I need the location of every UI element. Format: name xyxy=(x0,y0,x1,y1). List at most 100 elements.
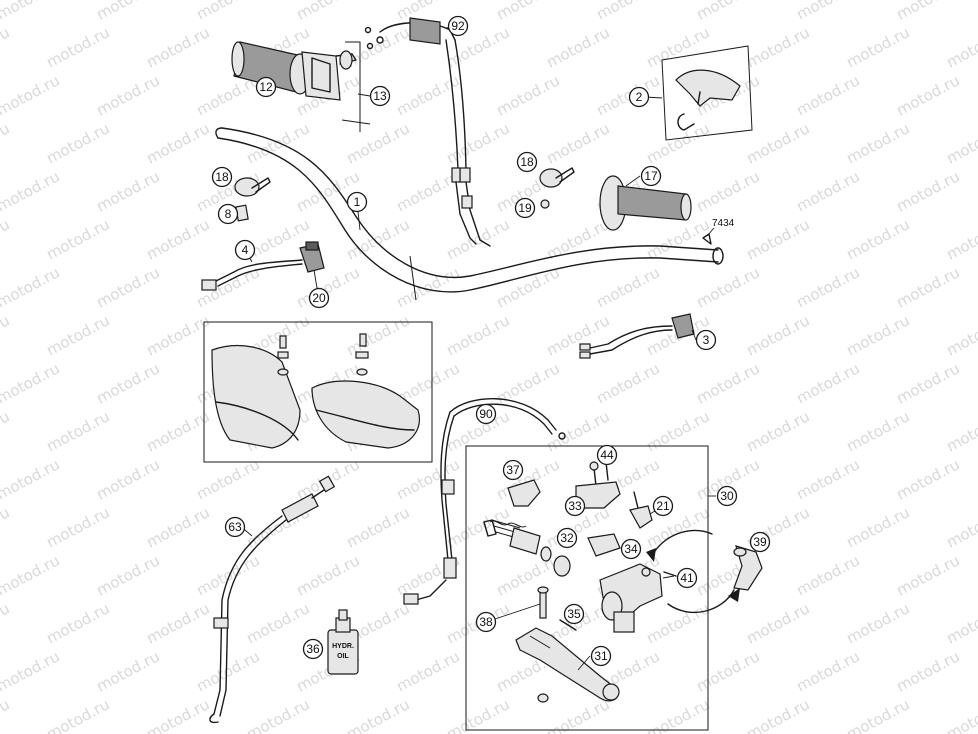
watermark-text: motod.ru xyxy=(0,119,13,167)
watermark-text: motod.ru xyxy=(0,311,13,359)
callout-p20: 20 xyxy=(308,287,330,309)
clutch-master-cylinder-kit xyxy=(465,445,763,731)
callout-circle xyxy=(308,287,330,309)
watermark-text: motod.ru xyxy=(693,359,762,407)
watermark-text: motod.ru xyxy=(93,551,162,599)
watermark-text: motod.ru xyxy=(743,599,812,647)
watermark-text: motod.ru xyxy=(93,455,162,503)
watermark-text: motod.ru xyxy=(843,599,912,647)
watermark-text: motod.ru xyxy=(943,407,978,455)
watermark-text: motod.ru xyxy=(943,215,978,263)
callout-circle xyxy=(596,444,618,466)
watermark-text: motod.ru xyxy=(43,599,112,647)
callout-circle xyxy=(514,197,536,219)
watermark-text: motod.ru xyxy=(143,119,212,167)
callout-circle xyxy=(502,459,524,481)
watermark-text: motod.ru xyxy=(793,167,862,215)
bottle-label-line1: HYDR. xyxy=(332,643,354,650)
callout-circle xyxy=(302,638,324,660)
throttle-grip-assembly xyxy=(301,41,371,132)
watermark-text: motod.ru xyxy=(193,455,262,503)
kill-switch xyxy=(201,241,325,291)
watermark-text: motod.ru xyxy=(343,695,412,734)
callout-circle xyxy=(716,485,738,507)
callout-circle xyxy=(234,239,256,261)
callout-p12: 12 xyxy=(255,76,277,98)
watermark-text: motod.ru xyxy=(43,23,112,71)
watermark-text: motod.ru xyxy=(943,23,978,71)
callout-number: 4 xyxy=(242,243,249,257)
callout-p63: 63 xyxy=(224,516,246,538)
watermark-text: motod.ru xyxy=(0,215,13,263)
watermark-text: motod.ru xyxy=(243,119,312,167)
watermark-text: motod.ru xyxy=(643,407,712,455)
callout-number: 33 xyxy=(568,499,582,513)
watermark-text: motod.ru xyxy=(0,551,63,599)
watermark-text: motod.ru xyxy=(343,215,412,263)
callout-circle xyxy=(652,495,674,517)
watermark-text: motod.ru xyxy=(143,599,212,647)
watermark-text: motod.ru xyxy=(893,71,962,119)
watermark-text: motod.ru xyxy=(893,167,962,215)
watermark-text: motod.ru xyxy=(943,311,978,359)
callout-p17: 17 xyxy=(640,165,662,187)
watermark-text: motod.ru xyxy=(693,647,762,695)
callout-p30: 30 xyxy=(716,485,738,507)
callout-p38: 38 xyxy=(475,611,497,633)
watermark-text: motod.ru xyxy=(843,695,912,734)
watermark-text: motod.ru xyxy=(193,647,262,695)
right-switch xyxy=(579,313,695,359)
callout-circle xyxy=(475,403,497,425)
callout-number: 41 xyxy=(680,571,694,585)
watermark-text: motod.ru xyxy=(93,71,162,119)
watermark-text: motod.ru xyxy=(493,359,562,407)
watermark-text: motod.ru xyxy=(343,311,412,359)
callout-circle xyxy=(563,603,585,625)
watermark-text: motod.ru xyxy=(443,119,512,167)
callout-circle xyxy=(695,329,717,351)
watermark-text: motod.ru xyxy=(443,311,512,359)
watermark-text: motod.ru xyxy=(793,359,862,407)
watermark-text: motod.ru xyxy=(743,215,812,263)
watermark-text: motod.ru xyxy=(493,71,562,119)
callout-number: 17 xyxy=(644,169,658,183)
watermark-text: motod.ru xyxy=(93,359,162,407)
callout-p21: 21 xyxy=(652,495,674,517)
watermark-text: motod.ru xyxy=(743,407,812,455)
watermark-text: motod.ru xyxy=(43,215,112,263)
callout-number: 13 xyxy=(373,89,387,103)
callout-p35: 35 xyxy=(563,603,585,625)
callout-circle xyxy=(255,76,277,98)
watermark-text: motod.ru xyxy=(893,0,962,24)
callout-number: 30 xyxy=(720,489,734,503)
callout-number: 1 xyxy=(354,195,361,209)
watermark-text: motod.ru xyxy=(943,119,978,167)
callout-number: 12 xyxy=(259,80,273,94)
callout-p36: 36 xyxy=(302,638,324,660)
watermark-text: motod.ru xyxy=(793,71,862,119)
watermark-text: motod.ru xyxy=(593,0,662,24)
watermark-text: motod.ru xyxy=(643,215,712,263)
watermark-text: motod.ru xyxy=(843,503,912,551)
watermark-text: motod.ru xyxy=(493,0,562,24)
callout-p37: 37 xyxy=(502,459,524,481)
watermark-text: motod.ru xyxy=(743,23,812,71)
watermark-text: motod.ru xyxy=(0,263,63,311)
callout-circle xyxy=(556,527,578,549)
watermark-text: motod.ru xyxy=(543,695,612,734)
watermark-text: motod.ru xyxy=(793,455,862,503)
watermark-text: motod.ru xyxy=(0,695,13,734)
watermark-text: motod.ru xyxy=(443,215,512,263)
watermark-text: motod.ru xyxy=(43,695,112,734)
callout-p19: 19 xyxy=(514,197,536,219)
callout-p90: 90 xyxy=(475,403,497,425)
watermark-text: motod.ru xyxy=(93,647,162,695)
watermark-text: motod.ru xyxy=(843,215,912,263)
handguard-inset xyxy=(203,321,433,463)
watermark-text: motod.ru xyxy=(93,0,162,24)
watermark-text: motod.ru xyxy=(643,599,712,647)
callout-p3: 3 xyxy=(695,329,717,351)
callout-number: 21 xyxy=(656,499,670,513)
callout-number: 31 xyxy=(594,649,608,663)
callout-number: 37 xyxy=(506,463,520,477)
